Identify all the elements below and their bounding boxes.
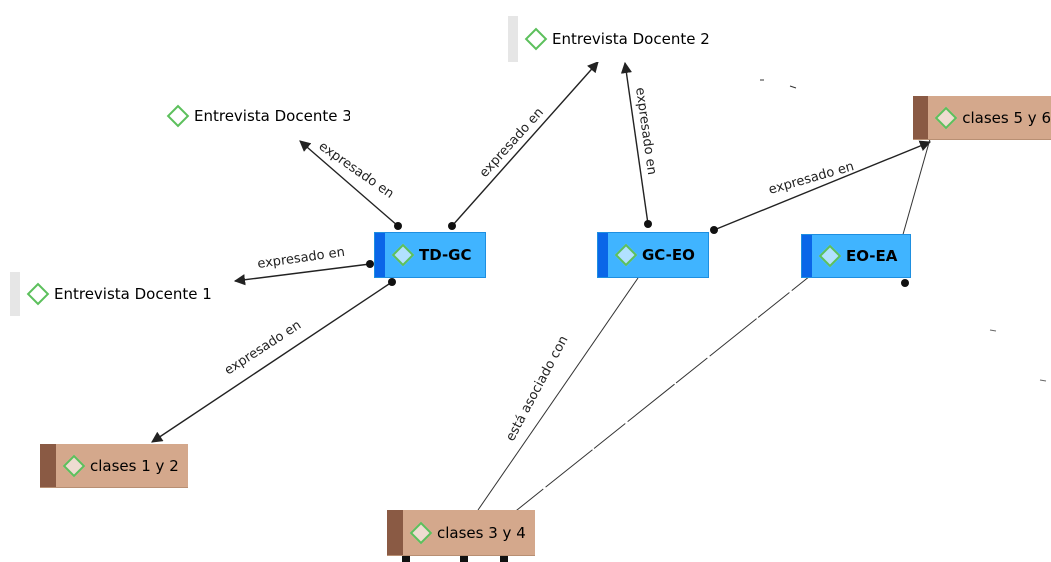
diamond-icon: [26, 282, 50, 306]
diamond-icon: [62, 454, 86, 477]
edge-label-gceo-clases56: expresado en: [767, 159, 856, 198]
edge-tdgc-entrevista3[interactable]: [299, 140, 399, 227]
node-clases-1-y-2[interactable]: clases 1 y 2: [40, 444, 188, 488]
edge-anchor-dot: [644, 220, 652, 228]
edge-anchor-dot: [394, 222, 402, 230]
diamond-icon: [524, 27, 548, 51]
edge-gceo-entrevista2[interactable]: [620, 61, 649, 225]
edge-label-tdgc-entrevista3: expresado en: [316, 139, 397, 202]
node-label: clases 5 y 6: [962, 108, 1051, 127]
node-eo-ea[interactable]: EO-EA: [801, 234, 911, 278]
edge-anchor-dot: [710, 226, 718, 234]
stray-mark: [1039, 379, 1047, 382]
edge-label-tdgc-entrevista1: expresado en: [256, 245, 345, 272]
edge-clases34-gceo[interactable]: [477, 277, 639, 511]
edge-clases34-eoea[interactable]: [511, 275, 811, 515]
stray-mark: [460, 556, 468, 562]
edge-anchor-dot: [901, 279, 909, 287]
node-entrevista-docente-3[interactable]: Entrevista Docente 3: [160, 94, 350, 138]
node-clases-5-y-6[interactable]: clases 5 y 6: [913, 96, 1051, 140]
node-label: GC-EO: [642, 246, 695, 264]
node-label: TD-GC: [419, 246, 472, 264]
diamond-icon: [409, 521, 433, 544]
diamond-icon: [166, 104, 190, 128]
diamond-icon: [391, 243, 415, 267]
stray-mark: [402, 556, 410, 562]
edge-tdgc-entrevista2[interactable]: [451, 61, 599, 227]
edge-tdgc-clases12[interactable]: [151, 281, 393, 443]
edge-anchor-dot: [388, 278, 396, 286]
diamond-icon: [614, 243, 638, 267]
node-label: Entrevista Docente 1: [54, 285, 212, 303]
edge-gceo-clases56[interactable]: [713, 140, 932, 231]
stray-mark: [789, 85, 797, 89]
node-td-gc[interactable]: TD-GC: [374, 232, 486, 278]
node-label: clases 3 y 4: [437, 523, 526, 542]
stray-mark: [989, 329, 997, 332]
node-entrevista-docente-1[interactable]: Entrevista Docente 1: [10, 272, 234, 316]
node-entrevista-docente-2[interactable]: Entrevista Docente 2: [508, 16, 730, 62]
edge-tdgc-entrevista1[interactable]: [233, 263, 371, 286]
edge-anchor-dot: [448, 222, 456, 230]
node-label: Entrevista Docente 2: [552, 30, 710, 48]
diamond-icon: [934, 106, 958, 129]
edge-label-tdgc-entrevista2: expresado en: [477, 105, 547, 181]
edge-label-gceo-entrevista2: expresado en: [632, 86, 659, 175]
node-label: clases 1 y 2: [90, 456, 179, 475]
node-gc-eo[interactable]: GC-EO: [597, 232, 709, 278]
edge-anchor-dot: [366, 260, 374, 268]
node-label: Entrevista Docente 3: [194, 107, 350, 125]
stray-mark: [500, 556, 508, 562]
edge-eoea-clases56[interactable]: [901, 124, 935, 239]
node-clases-3-y-4[interactable]: clases 3 y 4: [387, 510, 535, 556]
node-label: EO-EA: [846, 247, 898, 265]
diamond-icon: [818, 244, 842, 268]
